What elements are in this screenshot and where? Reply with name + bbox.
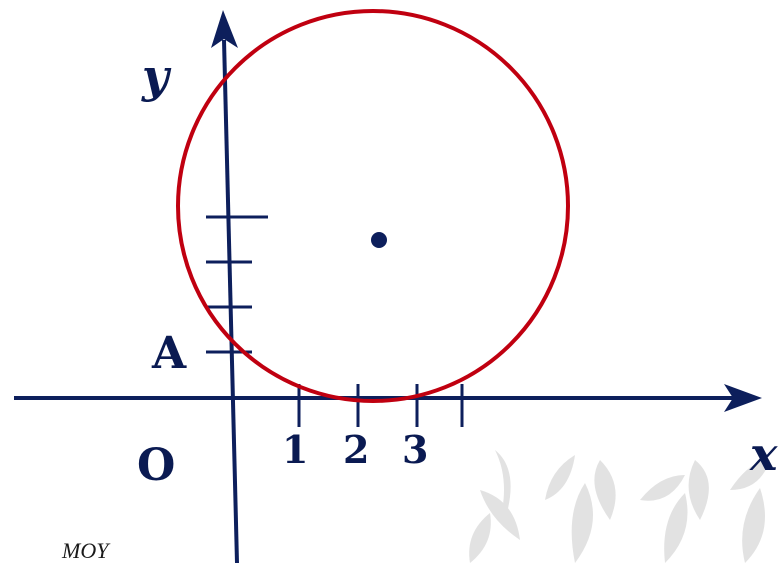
y-axis-label: y (141, 49, 172, 103)
x-axis-label: x (749, 427, 778, 481)
x-tick-label-2: 2 (343, 427, 369, 472)
x-tick-label-3: 3 (402, 427, 428, 472)
origin-label: O (137, 440, 175, 491)
y-axis (222, 39, 239, 563)
leaf-watermark (469, 450, 770, 563)
footer-text: MOY (61, 538, 111, 563)
x-axis-arrow-icon (724, 384, 762, 412)
y-axis-arrow-icon (211, 10, 238, 48)
circle (176, 9, 570, 403)
point-a-label: A (151, 328, 187, 379)
x-tick-label-1: 1 (282, 427, 308, 472)
center-point (371, 232, 387, 248)
